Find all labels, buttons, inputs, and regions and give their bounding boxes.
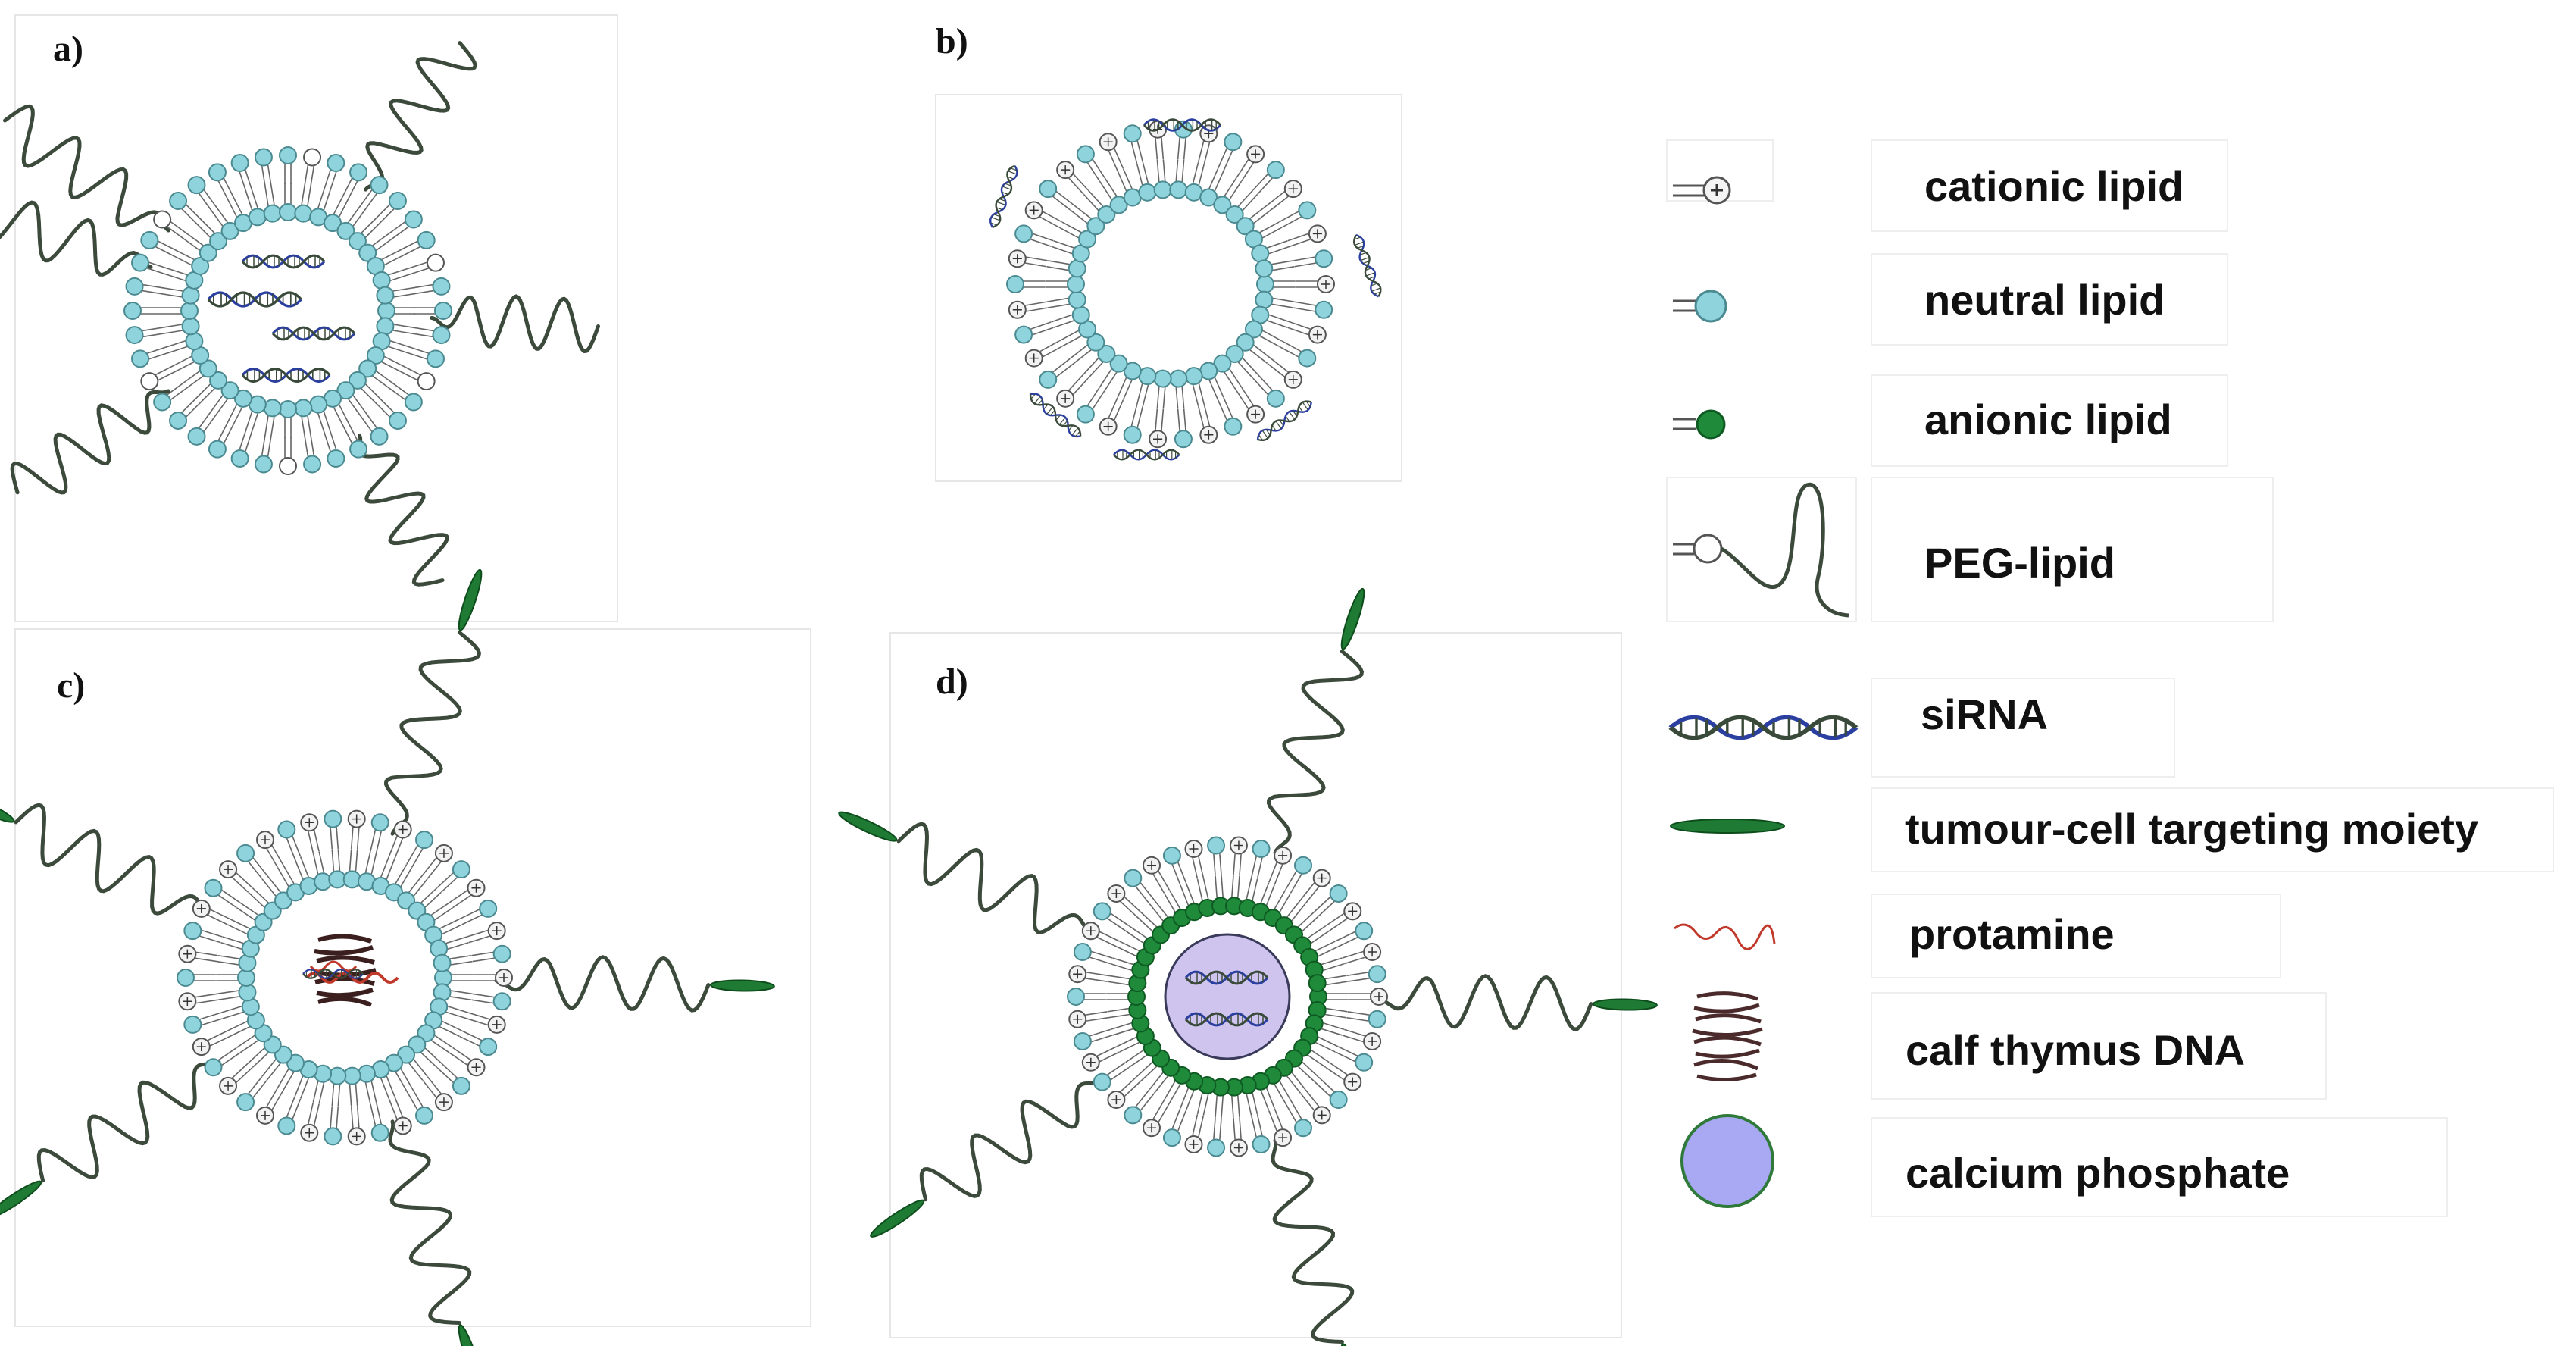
- liposome-d: [838, 587, 1658, 1346]
- legend-label-protamine: protamine: [1909, 910, 2115, 958]
- legend-label-peg: PEG-lipid: [1924, 539, 2115, 587]
- panel-c-frame: [14, 628, 811, 1327]
- panel-label-a: a): [53, 29, 83, 69]
- neutral-lipid-icon: [1673, 290, 1727, 323]
- anionic-lipid-icon: [1673, 409, 1726, 440]
- calcium-phosphate-icon: [1680, 1114, 1774, 1208]
- protamine-icon: [1674, 923, 1776, 950]
- panel-c-dna-protamine-core: [302, 934, 399, 1007]
- legend-label-sirna: siRNA: [1921, 690, 2048, 738]
- legend-label-neutral: neutral lipid: [1924, 276, 2165, 324]
- peg-lipid-icon: [1673, 482, 1849, 618]
- panel-b-frame: [935, 94, 1402, 482]
- legend-label-targeting: tumour-cell targeting moiety: [1905, 805, 2478, 853]
- liposome-a: [0, 41, 600, 587]
- panel-label-d: d): [936, 662, 968, 702]
- panel-d-frame: [889, 632, 1622, 1338]
- legend: cationic lipid neutral lipid anionic lip…: [1666, 139, 2554, 1217]
- liposome-c: [0, 568, 775, 1346]
- legend-label-cationic: cationic lipid: [1924, 162, 2184, 210]
- panel-label-c: c): [57, 665, 85, 706]
- sirna-icon: [1671, 717, 1856, 737]
- legend-label-dna: calf thymus DNA: [1905, 1026, 2245, 1074]
- liposome-b: [1006, 120, 1335, 449]
- panel-a-sirna-cargo: [207, 254, 356, 383]
- calf-thymus-dna-icon: [1692, 991, 1763, 1082]
- panel-d-calcium-phosphate-core: [1164, 933, 1291, 1060]
- legend-label-caphos: calcium phosphate: [1905, 1149, 2290, 1197]
- legend-label-anionic: anionic lipid: [1924, 396, 2172, 443]
- targeting-moiety-icon: [1670, 819, 1785, 834]
- cationic-lipid-icon: [1673, 176, 1731, 205]
- panel-label-b: b): [936, 21, 968, 61]
- panel-a-frame: [14, 14, 618, 622]
